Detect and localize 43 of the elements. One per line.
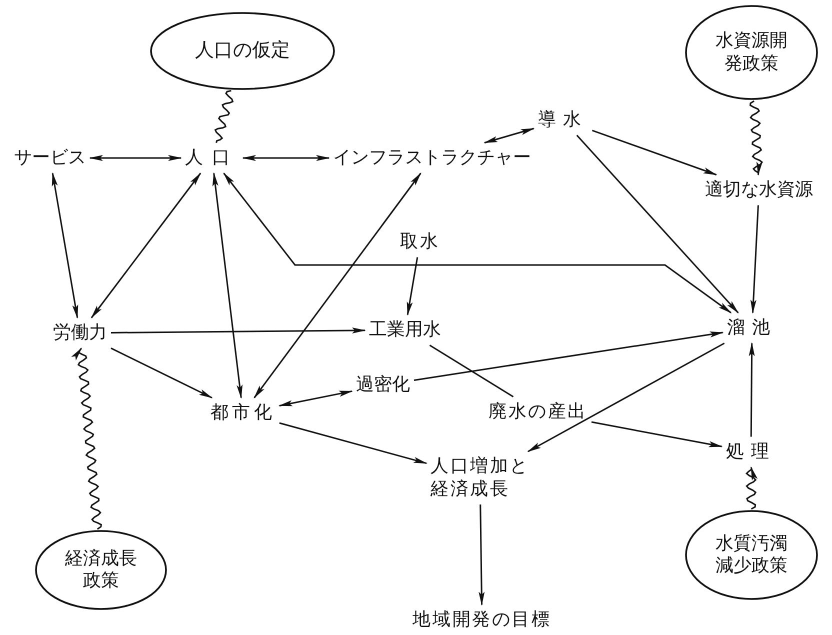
arrow [111, 328, 366, 334]
wavy-arrow [71, 348, 102, 530]
arrow [110, 348, 213, 398]
arrow [52, 172, 78, 319]
arrow [242, 155, 330, 161]
arrow [223, 172, 732, 314]
factor-label: 工業用水 [369, 318, 441, 342]
factor-label: 適切な水資源 [705, 178, 813, 202]
factor-label: 人口増加と経済成長 [430, 456, 530, 500]
arrow [279, 422, 428, 464]
arrow [212, 172, 243, 399]
arrow [406, 257, 418, 316]
factor-label: 取水 [400, 230, 440, 254]
arrow [254, 172, 422, 399]
arrow [750, 205, 759, 314]
arrow [748, 342, 755, 437]
arrow [414, 332, 724, 381]
arrow [527, 342, 725, 452]
wavy-arrow [745, 466, 758, 510]
ellipse-label: 人口の仮定 [195, 39, 290, 63]
arrow [278, 390, 353, 406]
arrow [484, 128, 535, 144]
factor-label: 人口 [185, 146, 239, 170]
factor-label: 溜池 [726, 316, 778, 340]
ellipse-label: 水質汚濁減少政策 [716, 532, 788, 578]
factor-label: 都市化 [210, 402, 276, 424]
ellipse-label: 水資源開発政策 [716, 30, 788, 75]
arrow [478, 504, 485, 606]
factor-label: 処理 [726, 440, 776, 464]
arrow [90, 172, 202, 319]
wavy-arrow [750, 100, 764, 176]
factor-label: サービス [14, 146, 86, 170]
arrow [592, 130, 718, 176]
factor-label: 廃水の産出 [488, 400, 588, 424]
arrow [89, 155, 182, 161]
factor-label: 導水 [538, 108, 588, 132]
factor-label: インフラストラクチャー [333, 146, 531, 170]
arrow [591, 421, 723, 448]
factor-label: 過密化 [356, 374, 410, 396]
factor-label: 労働力 [53, 322, 107, 344]
factor-label: 地域開発の目標 [412, 608, 552, 632]
ellipse-label: 経済成長政策 [65, 548, 137, 592]
arrow [576, 134, 739, 314]
